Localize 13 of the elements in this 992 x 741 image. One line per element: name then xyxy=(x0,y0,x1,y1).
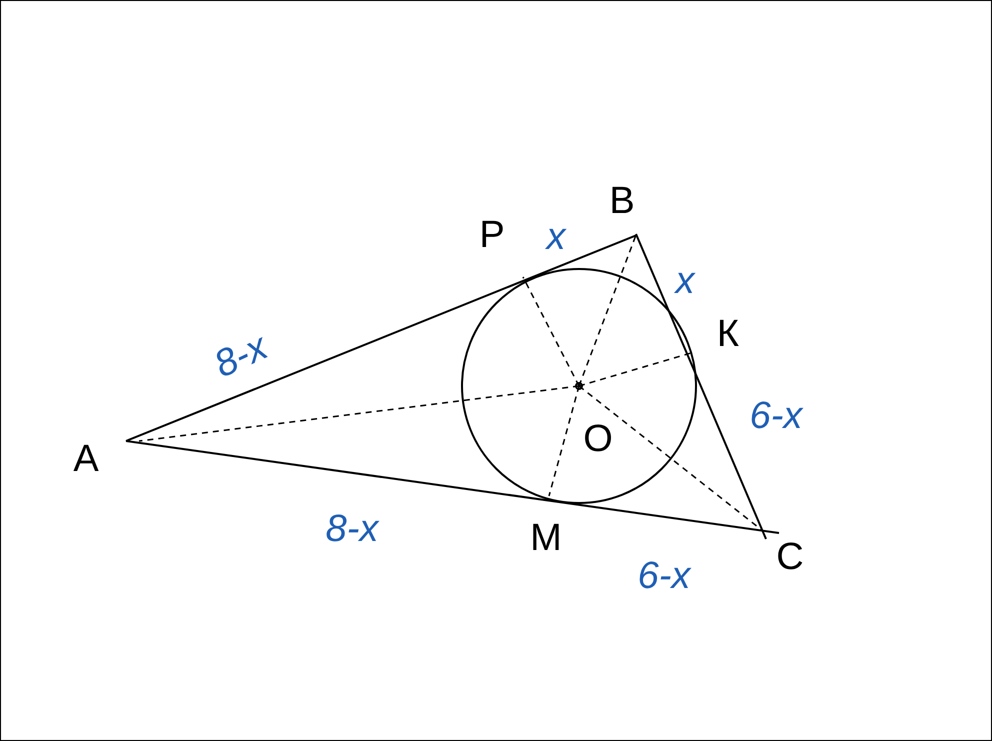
point-label: К xyxy=(716,315,740,353)
point-label: B xyxy=(609,182,635,220)
length-label: x xyxy=(676,262,694,300)
length-label: 8-x xyxy=(209,328,273,384)
length-label: x xyxy=(546,218,566,256)
length-label: 8-x xyxy=(326,510,378,548)
length-label: 6-x xyxy=(638,557,690,595)
point-label: M xyxy=(530,519,562,557)
point-label: P xyxy=(479,216,505,254)
point-label: C xyxy=(776,538,804,576)
point-label: A xyxy=(73,440,99,478)
length-label: 6-x xyxy=(750,397,802,435)
point-label: O xyxy=(583,420,613,458)
